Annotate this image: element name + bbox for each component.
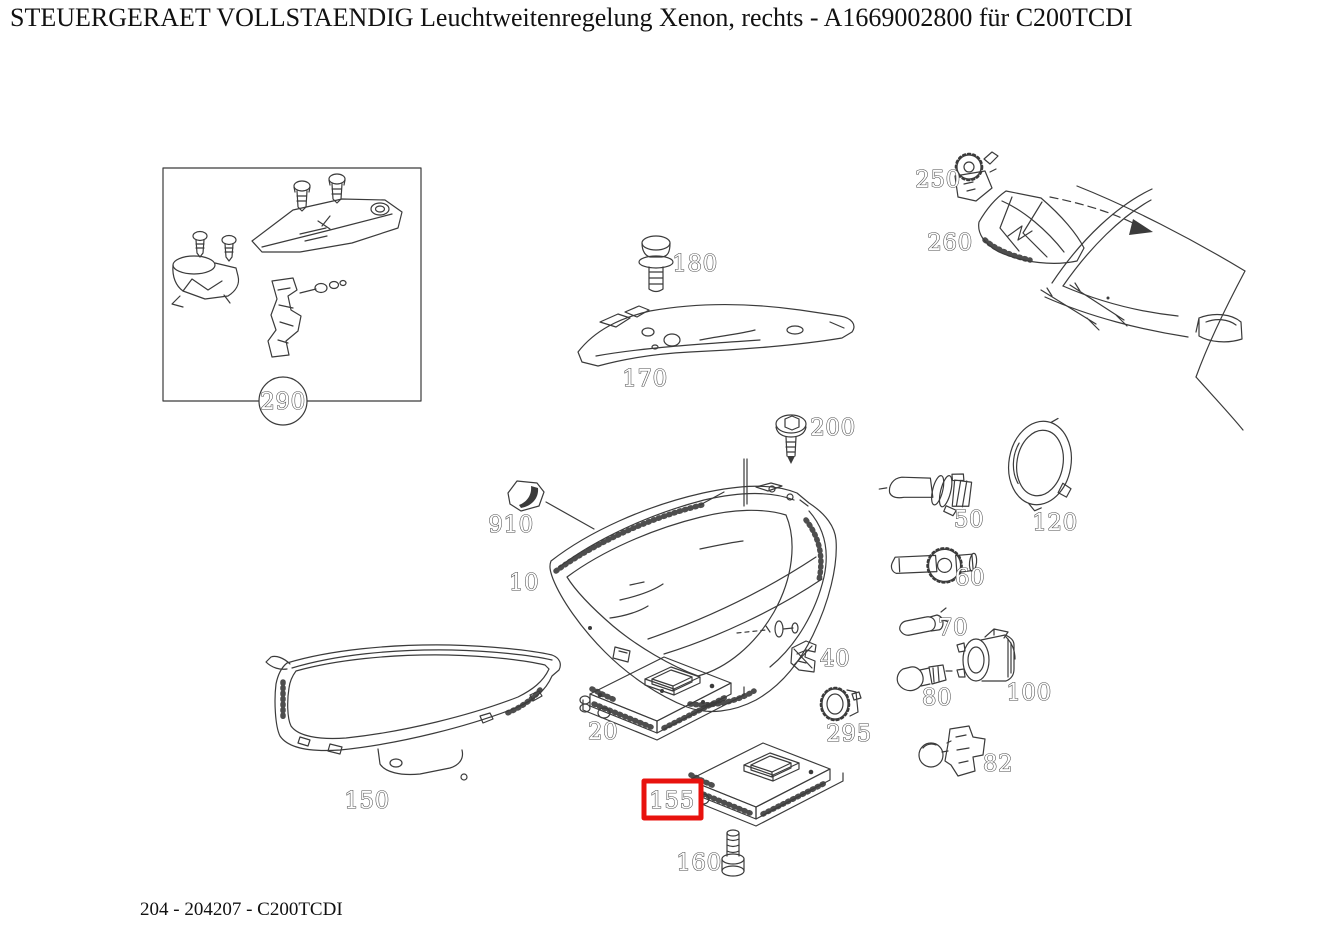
cap-910: 910 [488, 481, 594, 539]
part-label-910[interactable]: 910 [488, 511, 534, 538]
pointer-arrow-icon [1050, 197, 1153, 235]
part-label-290[interactable]: 290 [260, 388, 306, 415]
actuator-100 [957, 629, 1015, 681]
footer-text: 204 - 204207 - C200TCDI [140, 899, 343, 920]
screw-icon [193, 174, 345, 261]
sensor-250: 250 [915, 152, 998, 201]
part-label-160[interactable]: 160 [676, 849, 722, 876]
bulb-holder-82: 82 [919, 726, 1013, 778]
bulb-70: 70 [900, 608, 968, 642]
trim-ring-120 [1001, 411, 1082, 516]
headlamp-frame-150: 150 [266, 645, 560, 815]
part-label-60[interactable]: 60 [954, 564, 985, 591]
part-label-120[interactable]: 120 [1032, 509, 1078, 536]
part-label-20[interactable]: 20 [587, 718, 618, 745]
part-label-200[interactable]: 200 [810, 414, 856, 441]
control-unit-20: 20 [580, 657, 744, 746]
screw-160: 160 [676, 830, 744, 876]
cover-plate-sketch [252, 199, 402, 252]
bracket-rail-170: 170 [578, 305, 854, 393]
part-label-10[interactable]: 10 [508, 569, 539, 596]
part-label-180[interactable]: 180 [672, 250, 718, 277]
screw-200: 200 [776, 415, 856, 464]
control-unit-155: 155 [644, 743, 843, 826]
part-label-250[interactable]: 250 [915, 166, 961, 193]
highlight-box-155 [644, 781, 701, 818]
part-label-155[interactable]: 155 [649, 787, 695, 814]
page-title: STEUERGERAET VOLLSTAENDIG Leuchtweitenre… [10, 3, 1133, 32]
inset-box-290-assembly: 290 [163, 168, 421, 425]
headlamp-assembly-10: 10 [508, 459, 836, 711]
clip-40: 40 [791, 641, 850, 672]
part-label-40[interactable]: 40 [819, 645, 850, 672]
bulb-60 [890, 543, 977, 586]
part-label-70[interactable]: 70 [937, 614, 968, 641]
bulb-80: 80 [897, 665, 952, 712]
rivet-180: 180 [639, 236, 718, 292]
connector-295: 295 [821, 688, 872, 748]
cover-260: 260 [927, 191, 1084, 263]
bracket-sketch [172, 256, 346, 357]
part-label-295[interactable]: 295 [826, 720, 872, 747]
part-label-260[interactable]: 260 [927, 229, 973, 256]
part-label-100[interactable]: 100 [1006, 679, 1052, 706]
bulb-50 [877, 455, 976, 519]
part-label-150[interactable]: 150 [344, 787, 390, 814]
part-label-170[interactable]: 170 [622, 365, 668, 392]
part-label-82[interactable]: 82 [982, 750, 1013, 777]
car-windshield-sketch [1041, 186, 1245, 430]
part-label-50[interactable]: 50 [953, 506, 984, 533]
part-label-80[interactable]: 80 [921, 684, 952, 711]
